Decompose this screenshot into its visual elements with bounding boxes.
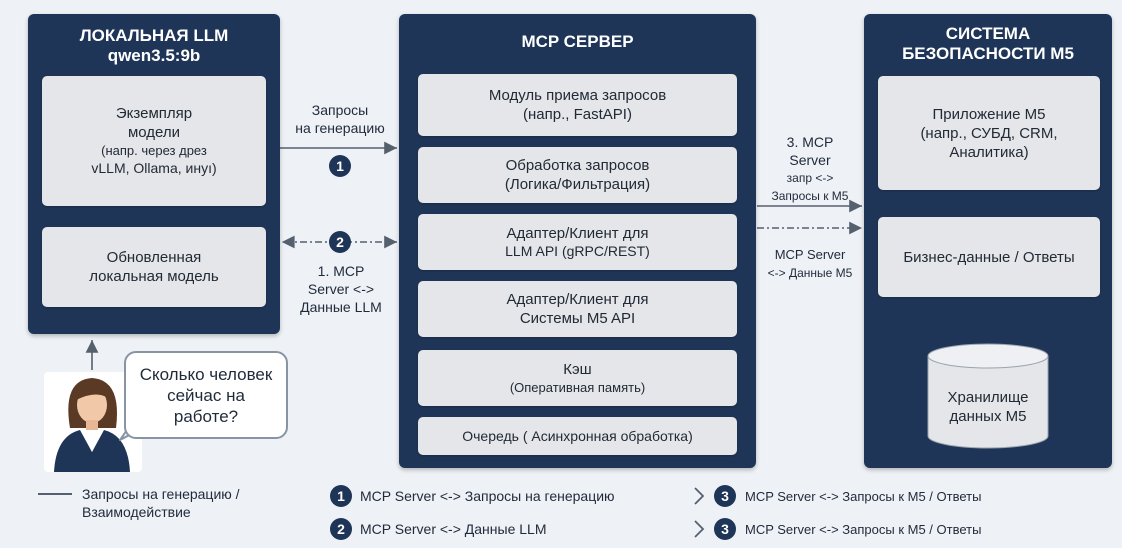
m5-security-panel: СИСТЕМА БЕЗОПАСНОСТИ M5 Приложение M5 (н…	[864, 14, 1112, 468]
business-data-label: Бизнес-данные / Ответы	[903, 248, 1075, 266]
arrow3-label-line1: 3. MCP	[786, 134, 834, 150]
module-sublabel: Системы M5 API	[519, 310, 636, 327]
local-llm-title: ЛОКАЛЬНАЯ LLM qwen3.5:9b	[28, 26, 280, 66]
m5-app-label: Приложение M5	[932, 105, 1046, 123]
local-llm-title-line2: qwen3.5:9b	[107, 46, 201, 65]
legend-badge-1: 1	[330, 485, 352, 507]
module-sublabel: LLM API (gRPC/REST)	[505, 243, 650, 259]
arrow2-label-line3: Данные LLM	[300, 299, 382, 315]
m5-title: СИСТЕМА БЕЗОПАСНОСТИ M5	[864, 24, 1112, 64]
arrow4-label-line1: MCP Server	[774, 247, 846, 262]
request-intake-module: Модуль приема запросов (напр., FastAPI)	[418, 74, 737, 136]
storage-label-2: данных M5	[949, 408, 1027, 425]
model-instance-label-2: модели	[127, 124, 181, 141]
legend-item-4: MCP Server <-> Запросы к M5 / Ответы	[745, 522, 982, 537]
legend-line-label-1: Запросы на генерацию /	[82, 486, 240, 502]
arrow2-label-line1: 1. MCP	[317, 263, 365, 279]
model-instance-box: Экземпляр модели (напр. через дрез vLLM,…	[42, 76, 266, 206]
arrow3-label-line4: Запросы к M5	[771, 189, 849, 203]
cache-module: Кэш (Оперативная память)	[418, 350, 737, 406]
local-llm-panel: ЛОКАЛЬНАЯ LLM qwen3.5:9b Экземпляр модел…	[28, 14, 280, 334]
bubble-line1: Сколько человек	[139, 364, 273, 384]
legend-badge-3: 3	[714, 485, 736, 507]
arrow2-label: 1. MCP Server <-> Данные LLM	[286, 262, 396, 316]
mcp-server-panel: MCP СЕРВЕР Модуль приема запросов (напр.…	[399, 14, 756, 468]
module-sublabel: (напр., FastAPI)	[523, 106, 632, 123]
arrow2-label-line2: Server <->	[307, 281, 375, 297]
legend-chevron-1	[694, 487, 705, 505]
module-sublabel: (Логика/Фильтрация)	[504, 176, 651, 193]
updated-model-box: Обновленная локальная модель	[42, 227, 266, 307]
module-sublabel: (Оперативная память)	[509, 380, 646, 395]
arrow1-label: Запросы на генерацию	[282, 101, 398, 137]
queue-module: Очередь ( Асинхронная обработка)	[418, 417, 737, 455]
module-label: Адаптер/Клиент для	[506, 291, 649, 308]
arrow1-label-line2: на генерацию	[295, 120, 385, 136]
legend-item-1: MCP Server <-> Запросы на генерацию	[360, 488, 615, 504]
legend-item-2: MCP Server <-> Данные LLM	[360, 521, 547, 537]
m5-app-note: (напр., СУБД, CRM,	[920, 124, 1058, 142]
module-label: Адаптер/Клиент для	[506, 225, 649, 242]
badge-2: 2	[329, 231, 351, 253]
m5-title-line1: СИСТЕМА	[945, 24, 1031, 43]
updated-model-label: Обновленная	[106, 249, 202, 266]
local-llm-title-line1: ЛОКАЛЬНАЯ LLM	[79, 26, 229, 45]
m5-title-line2: БЕЗОПАСНОСТИ M5	[902, 44, 1074, 63]
llm-api-adapter-module: Адаптер/Клиент для LLM API (gRPC/REST)	[418, 214, 737, 270]
legend-badge-4: 3	[714, 518, 736, 540]
updated-model-label-2: локальная модель	[89, 268, 219, 285]
model-instance-note-2: vLLM, Ollama, инуı)	[91, 160, 217, 176]
legend-badge-2: 2	[330, 518, 352, 540]
arrow3-label-line3: запр <->	[786, 171, 834, 185]
model-instance-label: Экземпляр	[115, 105, 193, 122]
module-label: Обработка запросов	[505, 157, 650, 174]
arrow1-label-line1: Запросы	[311, 102, 369, 118]
request-processing-module: Обработка запросов (Логика/Фильтрация)	[418, 147, 737, 203]
mcp-server-title: MCP СЕРВЕР	[521, 32, 634, 51]
badge-1: 1	[329, 155, 351, 177]
arrow4-label-line2: <-> Данные M5	[767, 266, 853, 280]
storage-cylinder	[927, 343, 1049, 449]
m5-api-adapter-module: Адаптер/Клиент для Системы M5 API	[418, 281, 737, 337]
user-question-bubble: Сколько человек сейчас на работе?	[124, 351, 288, 439]
module-label: Кэш	[563, 361, 592, 378]
arrow4-label: MCP Server <-> Данные M5	[758, 246, 862, 282]
legend-chevron-2	[694, 520, 705, 538]
module-label: Очередь ( Асинхронная обработка)	[462, 427, 693, 444]
legend-line-label: Запросы на генерацию / Взаимодействие	[82, 485, 240, 521]
business-data-box: Бизнес-данные / Ответы	[878, 217, 1100, 297]
bubble-line3: работе?	[173, 406, 239, 426]
arrow3-label: 3. MCP Server запр <-> Запросы к M5	[758, 133, 862, 205]
m5-application-box: Приложение M5 (напр., СУБД, CRM, Аналити…	[878, 76, 1100, 190]
legend-item-3: MCP Server <-> Запросы к M5 / Ответы	[745, 489, 982, 504]
legend-line-label-2: Взаимодействие	[82, 504, 191, 520]
storage-label-1: Хранилище	[947, 389, 1029, 406]
m5-app-note-2: Аналитика)	[949, 143, 1029, 161]
arrow3-label-line2: Server	[789, 152, 831, 168]
module-label: Модуль приема запросов	[488, 87, 667, 104]
storage-label: Хранилище данных M5	[928, 374, 1048, 440]
bubble-line2: сейчас на	[167, 385, 245, 405]
model-instance-note: (напр. через дрез	[101, 143, 207, 158]
